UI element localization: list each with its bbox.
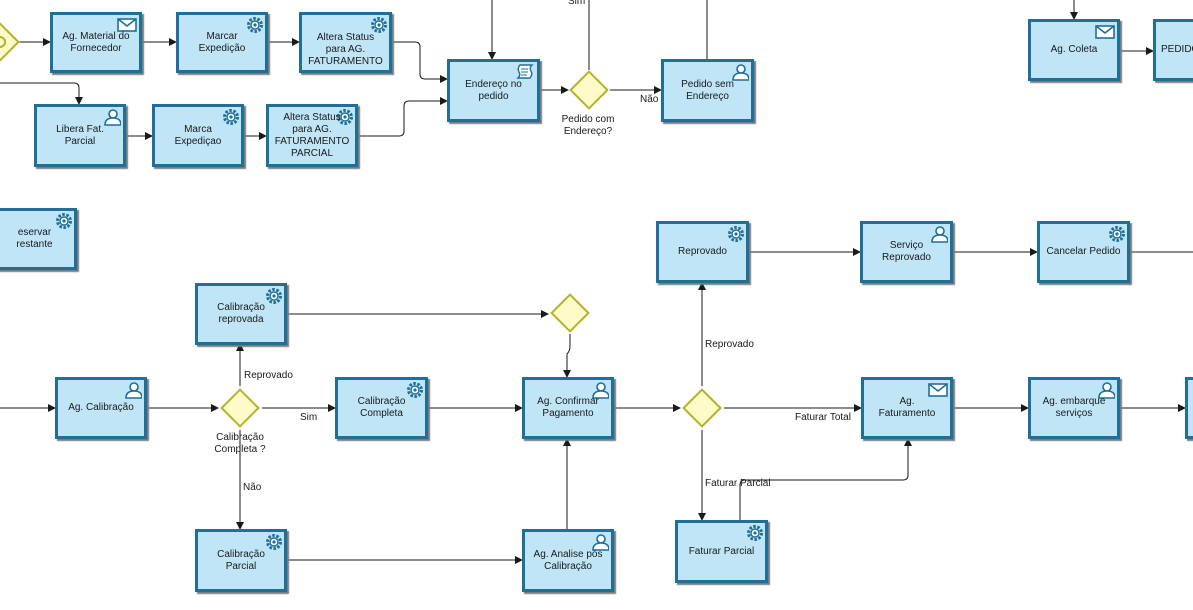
user-icon — [732, 64, 749, 81]
task-reservar-restante[interactable]: eservar restante — [0, 208, 77, 270]
connector — [0, 82, 83, 105]
task-label: Ag. Analise pós Calibração — [533, 548, 603, 572]
edge-label-faturar-total: Faturar Total — [795, 412, 851, 423]
task-label: Calibração Parcial — [217, 548, 265, 572]
user-icon — [125, 382, 142, 399]
gateway-label: Calibração Completa ? — [212, 432, 268, 456]
task-label: Reprovado — [678, 246, 727, 257]
task-ag-calibracao[interactable]: Ag. Calibração — [55, 377, 147, 439]
gateway-label-text: Pedido com Endereço? — [561, 114, 615, 137]
user-icon — [104, 109, 121, 126]
edge-label-sim: Sim — [568, 0, 586, 7]
task-ag-embarque-servicos[interactable]: Ag. embarque serviços — [1028, 377, 1120, 439]
task-label: Calibração reprovada — [217, 302, 265, 325]
task-label: Ag. Confirmar Pagamento — [537, 396, 599, 419]
task-label: Ag. Faturamento — [878, 396, 936, 419]
task-libera-fat-parcial[interactable]: Libera Fat. Parcial — [34, 104, 126, 167]
script-icon — [516, 64, 534, 79]
task-label: Marcar Expedição — [198, 30, 246, 54]
envelope-icon — [928, 383, 948, 397]
task-label: Ag. embarque serviços — [1042, 396, 1106, 419]
task-ag-analise-pos-calibracao[interactable]: Ag. Analise pós Calibração — [522, 529, 614, 592]
task-pedido-sem-endereco[interactable]: Pedido sem Endereço — [661, 59, 754, 122]
user-icon — [592, 382, 609, 399]
task-label: Cancelar Pedido — [1046, 246, 1121, 257]
task-endereco-no-pedido[interactable]: Endereço no pedido — [447, 59, 540, 122]
task-label: PEDIDO — [1161, 44, 1193, 55]
task-calibracao-completa[interactable]: Calibração Completa — [335, 377, 428, 439]
task-label: eservar restante — [16, 227, 53, 250]
user-icon — [1098, 382, 1115, 399]
task-pedido[interactable]: PEDIDO — [1153, 19, 1193, 81]
connector — [563, 334, 571, 378]
task-altera-status-faturamento[interactable]: Altera Status para AG. FATURAMENTO — [299, 12, 392, 73]
task-marcar-expedicao[interactable]: Marcar Expedição — [176, 12, 268, 73]
connector — [739, 438, 912, 520]
gear-icon — [266, 288, 282, 304]
task-label: Altera Status para AG. FATURAMENTO — [308, 32, 383, 67]
task-label: Altera Status para AG. FATURAMENTO PARCI… — [274, 111, 350, 159]
user-icon — [592, 534, 609, 551]
edge-label-nao: Não — [243, 482, 262, 493]
envelope-icon — [117, 18, 137, 32]
gear-icon — [266, 534, 282, 550]
edge-label-reprovado: Reprovado — [705, 339, 754, 350]
gear-icon — [407, 382, 423, 398]
task-label: Endereço no pedido — [465, 78, 522, 102]
connector — [357, 97, 448, 137]
edge-label-faturar-parcial: Faturar Parcial — [705, 478, 771, 489]
gear-icon — [223, 109, 239, 125]
task-label: Pedido sem Endereço — [681, 78, 734, 102]
task-reprovado[interactable]: Reprovado — [656, 221, 749, 283]
task-calibracao-reprovada[interactable]: Calibração reprovada — [195, 283, 287, 345]
task-calibracao-parcial[interactable]: Calibração Parcial — [195, 529, 287, 592]
task-label: Faturar Parcial — [688, 545, 755, 557]
gateway-label: Pedido com Endereço? — [560, 114, 616, 138]
task-altera-status-parcial[interactable]: Altera Status para AG. FATURAMENTO PARCI… — [266, 104, 358, 167]
connector — [391, 41, 448, 83]
edge-label-sim: Sim — [300, 412, 318, 423]
task-label: Ag. Calibração — [68, 402, 134, 413]
gear-icon — [371, 17, 387, 33]
task-cancelar-pedido[interactable]: Cancelar Pedido — [1037, 221, 1130, 283]
task-ag-faturamento[interactable]: Ag. Faturamento — [861, 377, 953, 439]
gear-icon — [1109, 226, 1125, 242]
task-ag-material-fornecedor[interactable]: Ag. Material do Fornecedor — [50, 12, 142, 73]
task-marca-expedicao[interactable]: Marca Expediçao — [152, 104, 244, 167]
task-label: Ag. Coleta — [1050, 44, 1098, 55]
task-label: Libera Fat. Parcial — [56, 123, 104, 147]
task-label: Marca Expediçao — [174, 123, 222, 147]
gear-icon — [728, 226, 744, 242]
edge-label-reprovado: Reprovado — [244, 370, 293, 381]
gateway-inner — [0, 33, 9, 51]
gateway-label-text: Calibração Completa ? — [214, 432, 266, 455]
gear-icon — [56, 213, 72, 229]
gear-icon — [337, 109, 353, 125]
envelope-icon — [1095, 25, 1115, 39]
task-label: Ag. Material do Fornecedor — [62, 30, 130, 54]
task-partial-offscreen[interactable] — [1185, 377, 1193, 439]
gear-icon — [747, 525, 763, 541]
gear-icon — [247, 17, 263, 33]
edge-label-nao: Não — [640, 94, 659, 105]
task-servico-reprovado[interactable]: Serviço Reprovado — [860, 221, 953, 283]
user-icon — [931, 226, 948, 243]
task-ag-confirmar-pagamento[interactable]: Ag. Confirmar Pagamento — [522, 377, 614, 439]
task-label: Calibração Completa — [357, 396, 406, 419]
task-ag-coleta[interactable]: Ag. Coleta — [1028, 19, 1120, 81]
task-faturar-parcial[interactable]: Faturar Parcial — [675, 520, 768, 583]
task-label: Serviço Reprovado — [882, 240, 931, 263]
